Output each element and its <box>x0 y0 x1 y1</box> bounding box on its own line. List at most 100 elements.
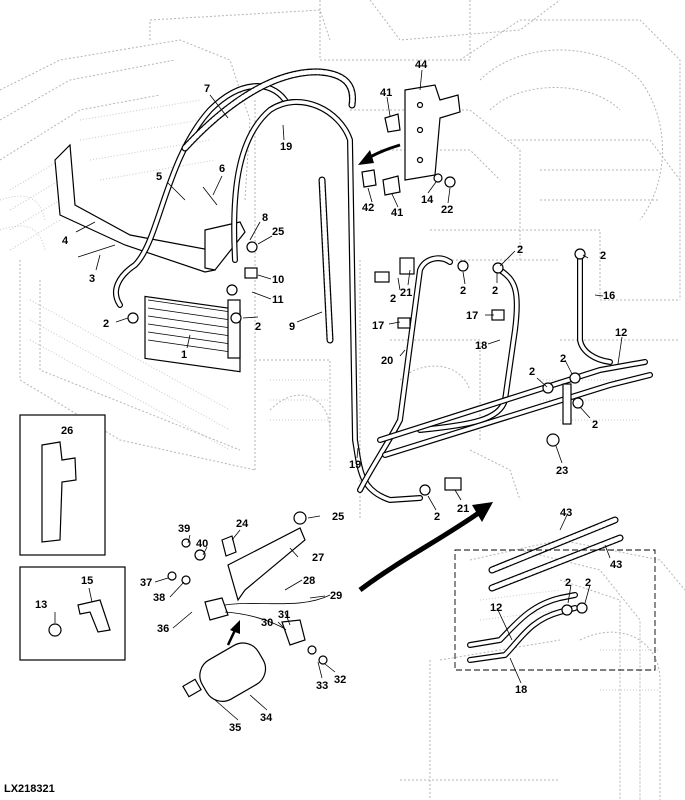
callout-37: 37 <box>140 577 152 589</box>
hose-19 <box>231 98 423 503</box>
callout-39: 39 <box>178 523 190 535</box>
callout-2: 2 <box>434 511 440 523</box>
leader-lines <box>54 69 623 721</box>
callout-21: 21 <box>457 503 469 515</box>
arrowhead <box>358 150 374 165</box>
mounting-plate <box>404 84 461 181</box>
clip-bracket <box>384 113 401 133</box>
mount-hole <box>416 156 424 164</box>
clip-bracket <box>382 175 401 196</box>
figure-id: LX218321 <box>4 783 55 795</box>
callout-28: 28 <box>303 575 315 587</box>
hose-19b <box>357 255 453 493</box>
inset-part-26 <box>19 414 106 556</box>
callout-2: 2 <box>565 577 571 589</box>
callout-9: 9 <box>289 321 295 333</box>
mount-hole <box>416 101 424 109</box>
callout-36: 36 <box>157 623 169 635</box>
nut <box>444 176 456 188</box>
callout-2: 2 <box>585 577 591 589</box>
callout-35: 35 <box>229 722 241 734</box>
callout-2: 2 <box>255 321 261 333</box>
callout-23: 23 <box>556 465 568 477</box>
callout-12: 12 <box>615 327 627 339</box>
callout-41: 41 <box>380 87 392 99</box>
callout-6: 6 <box>219 163 225 175</box>
hose-18 <box>417 267 520 433</box>
nut <box>433 173 443 183</box>
callout-1: 1 <box>181 349 187 361</box>
callout-31: 31 <box>278 609 290 621</box>
hose-clamps <box>127 241 588 616</box>
callout-16: 16 <box>603 290 615 302</box>
callout-2: 2 <box>103 318 109 330</box>
callout-44: 44 <box>415 59 428 71</box>
callout-labels: 7 19 44 41 6 5 8 25 4 3 10 11 2 2 1 9 42… <box>35 59 627 734</box>
direction-arrow-lower <box>358 509 482 593</box>
callout-33: 33 <box>316 680 328 692</box>
sleeve-7 <box>181 68 357 152</box>
callout-43: 43 <box>560 507 572 519</box>
callout-22: 22 <box>441 204 453 216</box>
callout-5: 5 <box>156 171 162 183</box>
callout-7: 7 <box>204 83 210 95</box>
callout-17: 17 <box>466 310 478 322</box>
oil-cooler-fins <box>147 299 239 354</box>
callout-2: 2 <box>460 285 466 297</box>
callout-20: 20 <box>381 355 393 367</box>
callout-2: 2 <box>592 419 598 431</box>
mount-hole <box>416 126 424 134</box>
callout-17: 17 <box>372 320 384 332</box>
callout-8: 8 <box>262 212 268 224</box>
callout-4: 4 <box>62 235 69 247</box>
callout-18: 18 <box>515 684 527 696</box>
hose-16 <box>577 255 613 365</box>
callout-25: 25 <box>272 226 284 238</box>
callout-32: 32 <box>334 674 346 686</box>
callout-29: 29 <box>330 590 342 602</box>
callout-18: 18 <box>475 340 487 352</box>
callout-13: 13 <box>35 599 47 611</box>
clip-bracket <box>361 169 377 188</box>
callout-2: 2 <box>517 244 523 256</box>
fuel-heater-assembly <box>167 511 331 702</box>
callout-2: 2 <box>492 285 498 297</box>
callout-3: 3 <box>89 273 95 285</box>
sleeve-9 <box>318 176 334 344</box>
callout-2: 2 <box>390 293 396 305</box>
inset-part-15-13 <box>19 566 126 661</box>
callout-26: 26 <box>61 425 73 437</box>
arrowhead <box>472 502 493 522</box>
callout-30: 30 <box>261 617 273 629</box>
callout-21: 21 <box>400 287 412 299</box>
callout-38: 38 <box>153 592 165 604</box>
callout-12: 12 <box>490 602 502 614</box>
arrowhead <box>230 620 240 634</box>
callout-19: 19 <box>280 141 292 153</box>
callout-2: 2 <box>529 366 535 378</box>
bolt-3 <box>77 244 116 258</box>
callout-41: 41 <box>391 207 403 219</box>
callout-19: 19 <box>349 459 361 471</box>
callout-11: 11 <box>272 294 284 306</box>
bolt-6 <box>202 186 218 206</box>
oil-cooler <box>144 295 241 373</box>
callout-10: 10 <box>272 274 284 286</box>
callout-25: 25 <box>332 511 344 523</box>
callout-42: 42 <box>362 202 374 214</box>
sleeve-43 <box>488 516 624 592</box>
callout-43: 43 <box>610 559 622 571</box>
hose-12-lower <box>467 592 578 663</box>
callout-24: 24 <box>236 518 249 530</box>
detail-boundary <box>454 549 656 671</box>
callout-14: 14 <box>421 194 434 206</box>
upper-bracket <box>204 221 246 271</box>
callout-2: 2 <box>600 250 606 262</box>
hose-12-upper <box>377 359 653 458</box>
callout-40: 40 <box>196 538 208 550</box>
callout-27: 27 <box>312 552 324 564</box>
callout-15: 15 <box>81 575 93 587</box>
callout-2: 2 <box>560 353 566 365</box>
cooler-bracket <box>54 143 216 273</box>
